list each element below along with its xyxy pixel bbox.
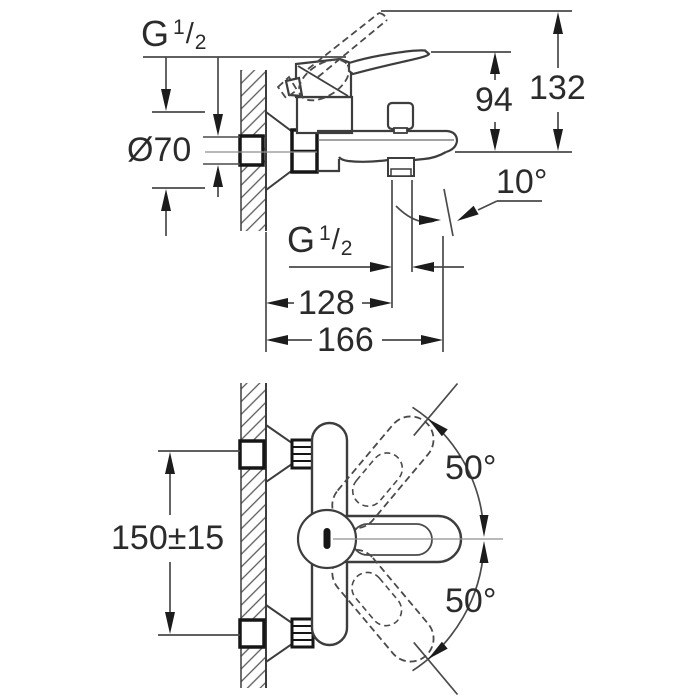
dim-label-wall-to-outlet: 128: [298, 284, 355, 322]
dim-label-swing-lower: 50°: [445, 582, 497, 620]
dim-label-overall-height: 132: [529, 69, 586, 107]
lever-handle-raised-dashed: [276, 12, 388, 102]
dim-lever-swing: [412, 382, 489, 696]
cartridge-center-mark: [323, 528, 331, 549]
spout-side: [317, 129, 459, 173]
outlet-thread-slash: /: [331, 224, 340, 256]
outlet-thread-denominator: 2: [340, 237, 353, 260]
inlet-thread-slash: /: [185, 18, 194, 50]
dim-wall-to-spout-tip: [266, 236, 444, 352]
mixer-body-side: [294, 57, 354, 135]
dim-lever-height: [431, 51, 511, 151]
dim-inlet-thread: [143, 56, 346, 197]
dim-connection-spacing: [158, 450, 240, 636]
dim-flange-diameter: [152, 57, 205, 236]
outlet-thread-base: G: [287, 219, 316, 260]
inlet-thread-denominator: 2: [194, 31, 207, 54]
spout-outlet-aerator: [387, 157, 415, 177]
dim-label-flange-diameter: Ø70: [127, 131, 192, 169]
inlet-thread-base: G: [141, 13, 170, 54]
lower-connection-plan: [238, 603, 315, 664]
outlet-thread-numerator: 1: [319, 222, 331, 245]
escutcheon-flange-side: [265, 110, 295, 192]
dim-label-spout-angle: 10°: [496, 163, 548, 201]
dim-wall-to-outlet: [265, 232, 392, 352]
inlet-fitting-side: [238, 134, 265, 167]
dim-label-connection-spacing: 150±15: [111, 519, 225, 557]
dim-overall-height: [381, 10, 572, 153]
diverter-knob: [386, 101, 415, 134]
dim-label-wall-to-spout-tip: 166: [317, 321, 374, 359]
inlet-thread-numerator: 1: [173, 16, 185, 39]
union-nut-side: [290, 128, 319, 174]
dim-spout-angle: [395, 188, 542, 237]
lever-handle-side: [284, 49, 431, 98]
plan-view: [158, 382, 503, 696]
side-view: [143, 10, 572, 352]
dim-label-swing-upper: 50°: [445, 449, 497, 487]
upper-connection-plan: [238, 423, 315, 484]
dim-label-lever-height: 94: [475, 81, 513, 119]
dim-outlet-thread: [289, 180, 464, 308]
